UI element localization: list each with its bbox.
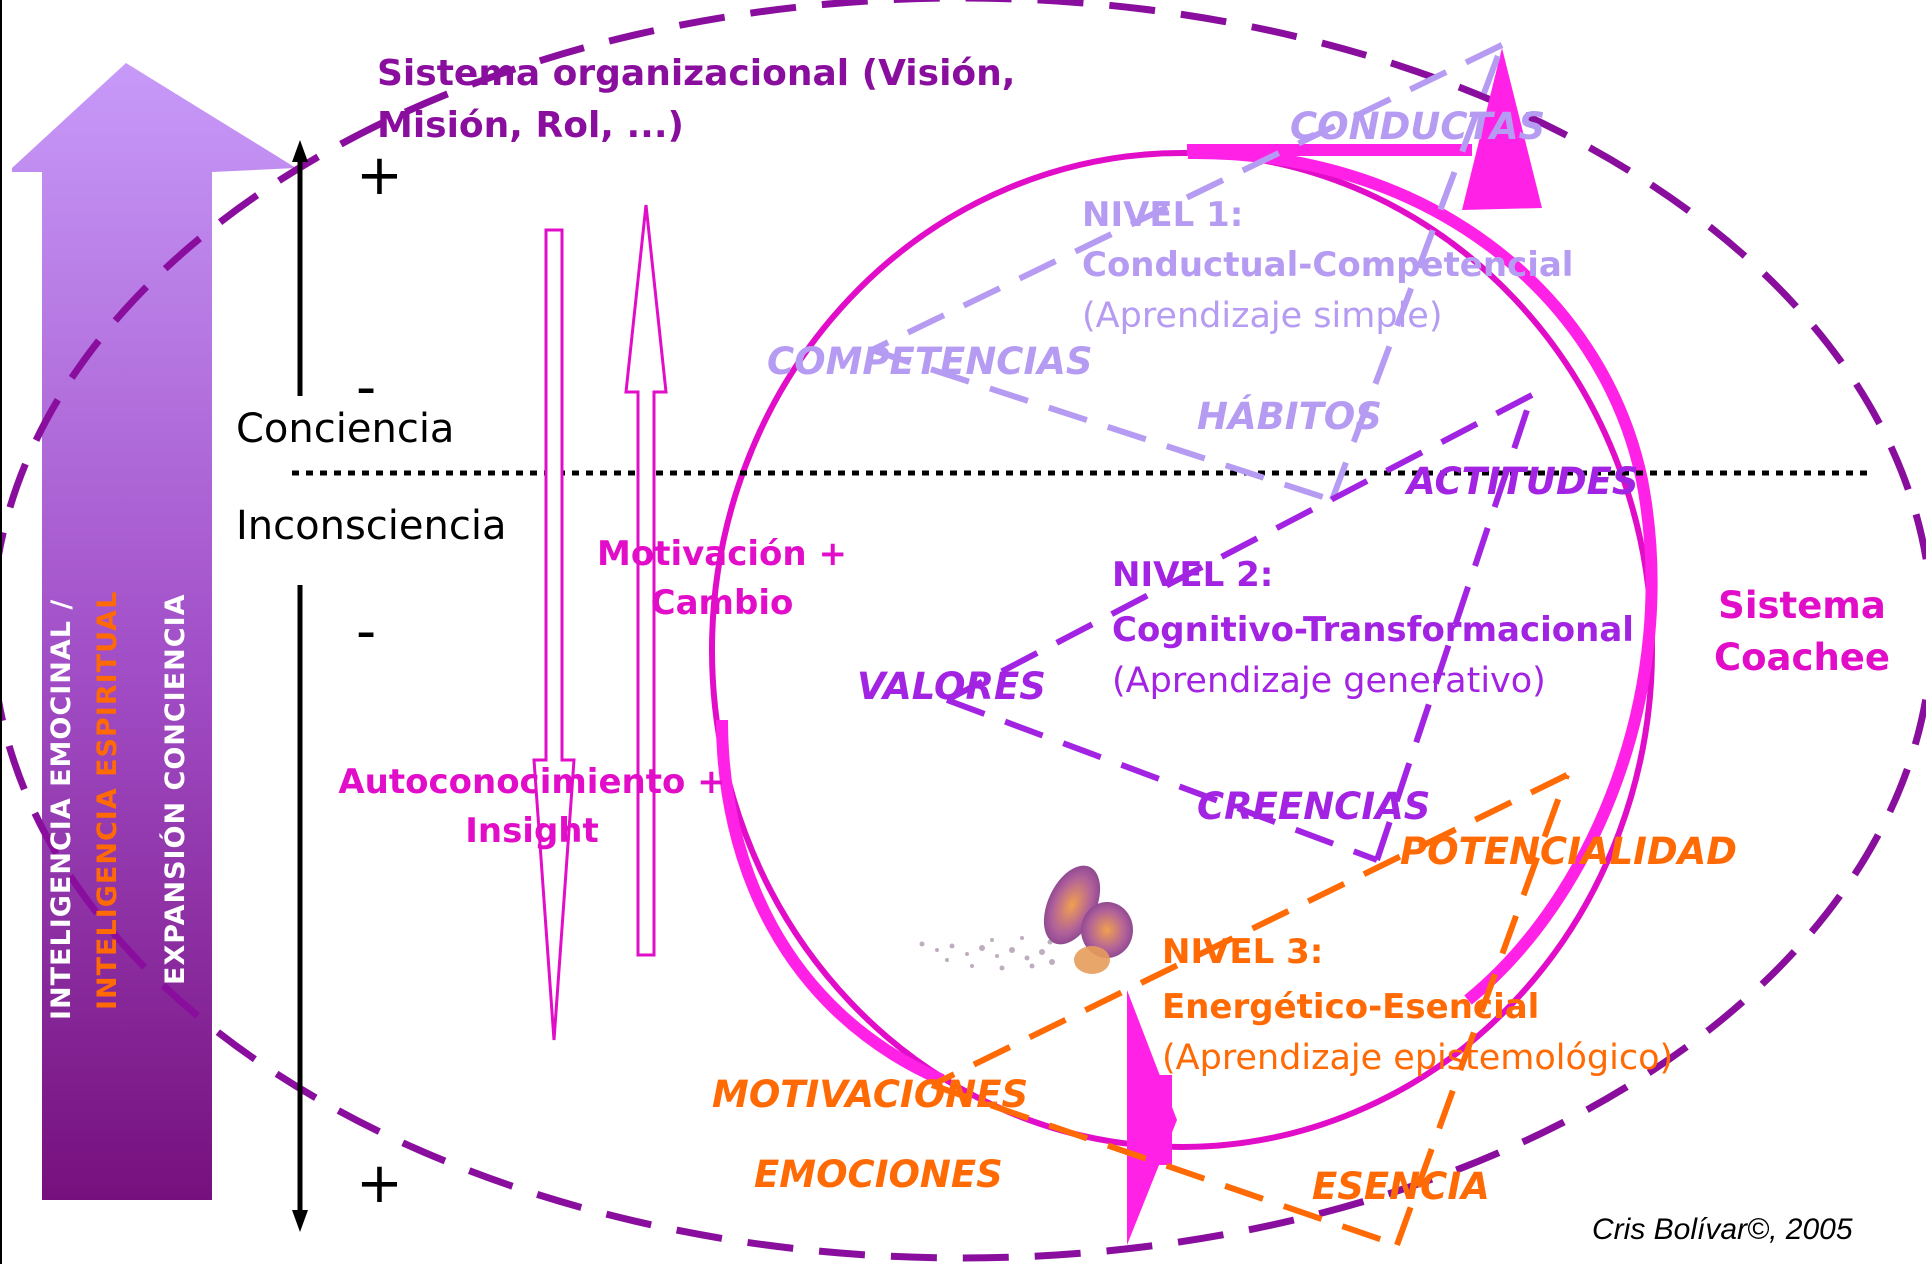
cycle-arrowhead-top	[1462, 48, 1542, 210]
valores-label: VALORES	[857, 665, 1046, 708]
axis-label-expansion: EXPANSIÓN CONCIENCIA	[160, 593, 191, 985]
credit-label: Cris Bolívar©, 2005	[1592, 1213, 1853, 1246]
minus-lower: -	[356, 599, 377, 664]
level3-learning: (Aprendizaje epistemológico)	[1162, 1038, 1674, 1078]
level1-subtitle: Conductual-Competencial	[1082, 245, 1574, 285]
level3-subtitle: Energético-Esencial	[1162, 987, 1540, 1027]
ascending-arrow	[624, 204, 668, 957]
level1-title: NIVEL 1:	[1082, 195, 1244, 235]
level2-learning: (Aprendizaje generativo)	[1112, 661, 1546, 701]
butterfly-icon	[919, 865, 1133, 974]
creencias-label: CREENCIAS	[1197, 785, 1431, 828]
habitos-label: HÁBITOS	[1197, 395, 1382, 438]
axis-label-spiritual: INTELIGENCIA ESPIRITUAL	[92, 590, 123, 1010]
coachee-system-label: Sistema Coachee	[1713, 584, 1890, 679]
axis-label-emotional: INTELIGENCIA EMOCINAL /	[46, 598, 77, 1020]
level1-learning: (Aprendizaje simple)	[1082, 296, 1443, 336]
cycle-arc-bottom	[716, 719, 945, 1086]
level2-subtitle: Cognitivo-Transformacional	[1112, 610, 1634, 650]
minus-upper: -	[356, 355, 377, 420]
descending-arrow	[532, 228, 576, 1041]
motivaciones-label: MOTIVACIONES	[712, 1073, 1029, 1116]
plus-top: +	[356, 143, 403, 208]
esencia-label: ESENCIA	[1312, 1165, 1490, 1208]
level2-title: NIVEL 2:	[1112, 555, 1274, 595]
conciencia-label: Conciencia	[236, 406, 455, 452]
actitudes-label: ACTITUDES	[1407, 460, 1639, 503]
motivation-label: Motivación + Cambio	[597, 534, 847, 624]
plus-bottom: +	[356, 1151, 403, 1216]
inconsciencia-label: Inconsciencia	[236, 503, 507, 549]
conductas-label: CONDUCTAS	[1290, 105, 1546, 148]
expansion-arrow	[12, 63, 296, 1200]
cycle-arc-top	[1187, 146, 1658, 1005]
emociones-label: EMOCIONES	[754, 1153, 1003, 1196]
org-system-label: Sistema organizacional (Visión, Misión, …	[377, 53, 1016, 147]
self-knowledge-label: Autoconocimiento + Insight	[338, 762, 726, 852]
competencias-label: COMPETENCIAS	[767, 340, 1093, 383]
level3-title: NIVEL 3:	[1162, 932, 1324, 972]
potencialidad-label: POTENCIALIDAD	[1400, 830, 1738, 873]
